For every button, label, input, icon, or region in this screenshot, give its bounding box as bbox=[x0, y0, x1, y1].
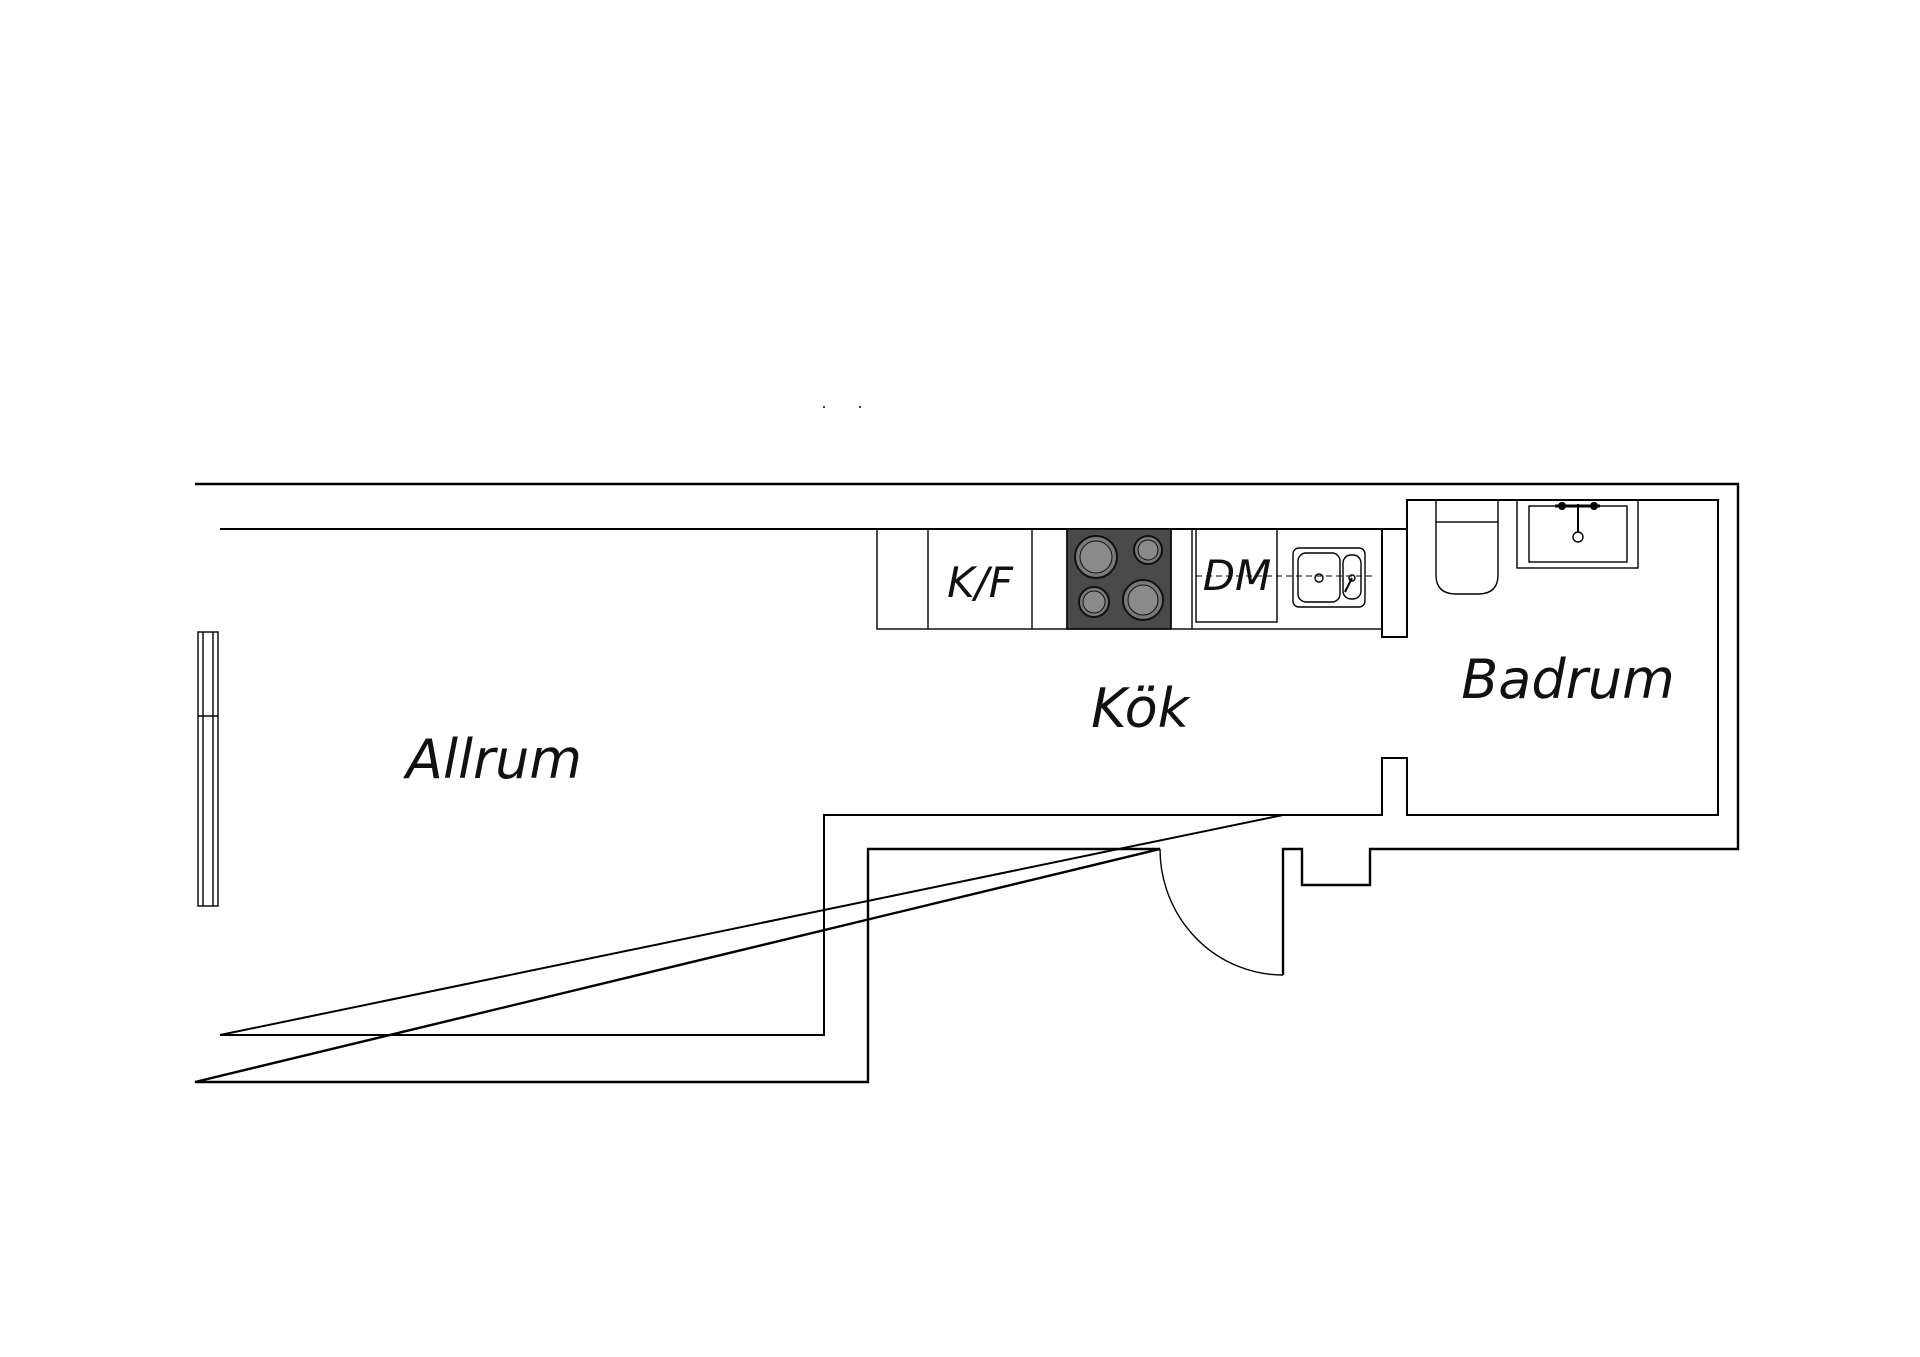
fridge-label: K/F bbox=[947, 558, 1014, 607]
bathroom-sink-icon bbox=[1516, 499, 1639, 569]
dishwasher-label: DM bbox=[1203, 551, 1272, 600]
kitchen-sink-icon bbox=[1292, 547, 1366, 608]
inner-wall bbox=[219, 499, 1719, 1036]
toilet-icon bbox=[1435, 499, 1499, 595]
dishwasher-icon bbox=[1195, 528, 1372, 623]
room-label-badrum: Badrum bbox=[1461, 648, 1674, 711]
outer-wall bbox=[194, 482, 1740, 1084]
room-label-allrum: Allrum bbox=[403, 728, 582, 791]
entrance-door bbox=[1159, 848, 1284, 976]
window-left bbox=[197, 631, 219, 907]
mark-dot bbox=[859, 406, 861, 408]
room-label-kok: Kök bbox=[1091, 677, 1192, 740]
stove-icon bbox=[1066, 528, 1172, 630]
mark-dot bbox=[823, 406, 825, 408]
